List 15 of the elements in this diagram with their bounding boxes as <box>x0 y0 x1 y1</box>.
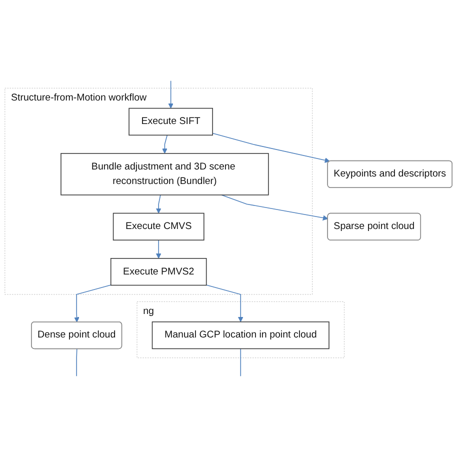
connector <box>240 348 242 377</box>
node-box: Execute SIFT <box>128 108 213 136</box>
arrow <box>206 284 244 322</box>
arrow <box>156 240 162 259</box>
arrow <box>221 194 328 220</box>
connector <box>76 348 78 377</box>
node-box: Execute PMVS2 <box>110 258 207 286</box>
arrow <box>212 132 330 163</box>
node-box: Bundle adjustment and 3D scene reconstruction (Bundler) <box>60 153 269 196</box>
arrow <box>168 80 174 109</box>
node-box: Manual GCP location in point cloud <box>152 321 330 350</box>
node-box: Execute CMVS <box>112 212 204 240</box>
arrow <box>156 194 162 214</box>
arrow <box>162 134 168 154</box>
arrow <box>74 284 112 322</box>
